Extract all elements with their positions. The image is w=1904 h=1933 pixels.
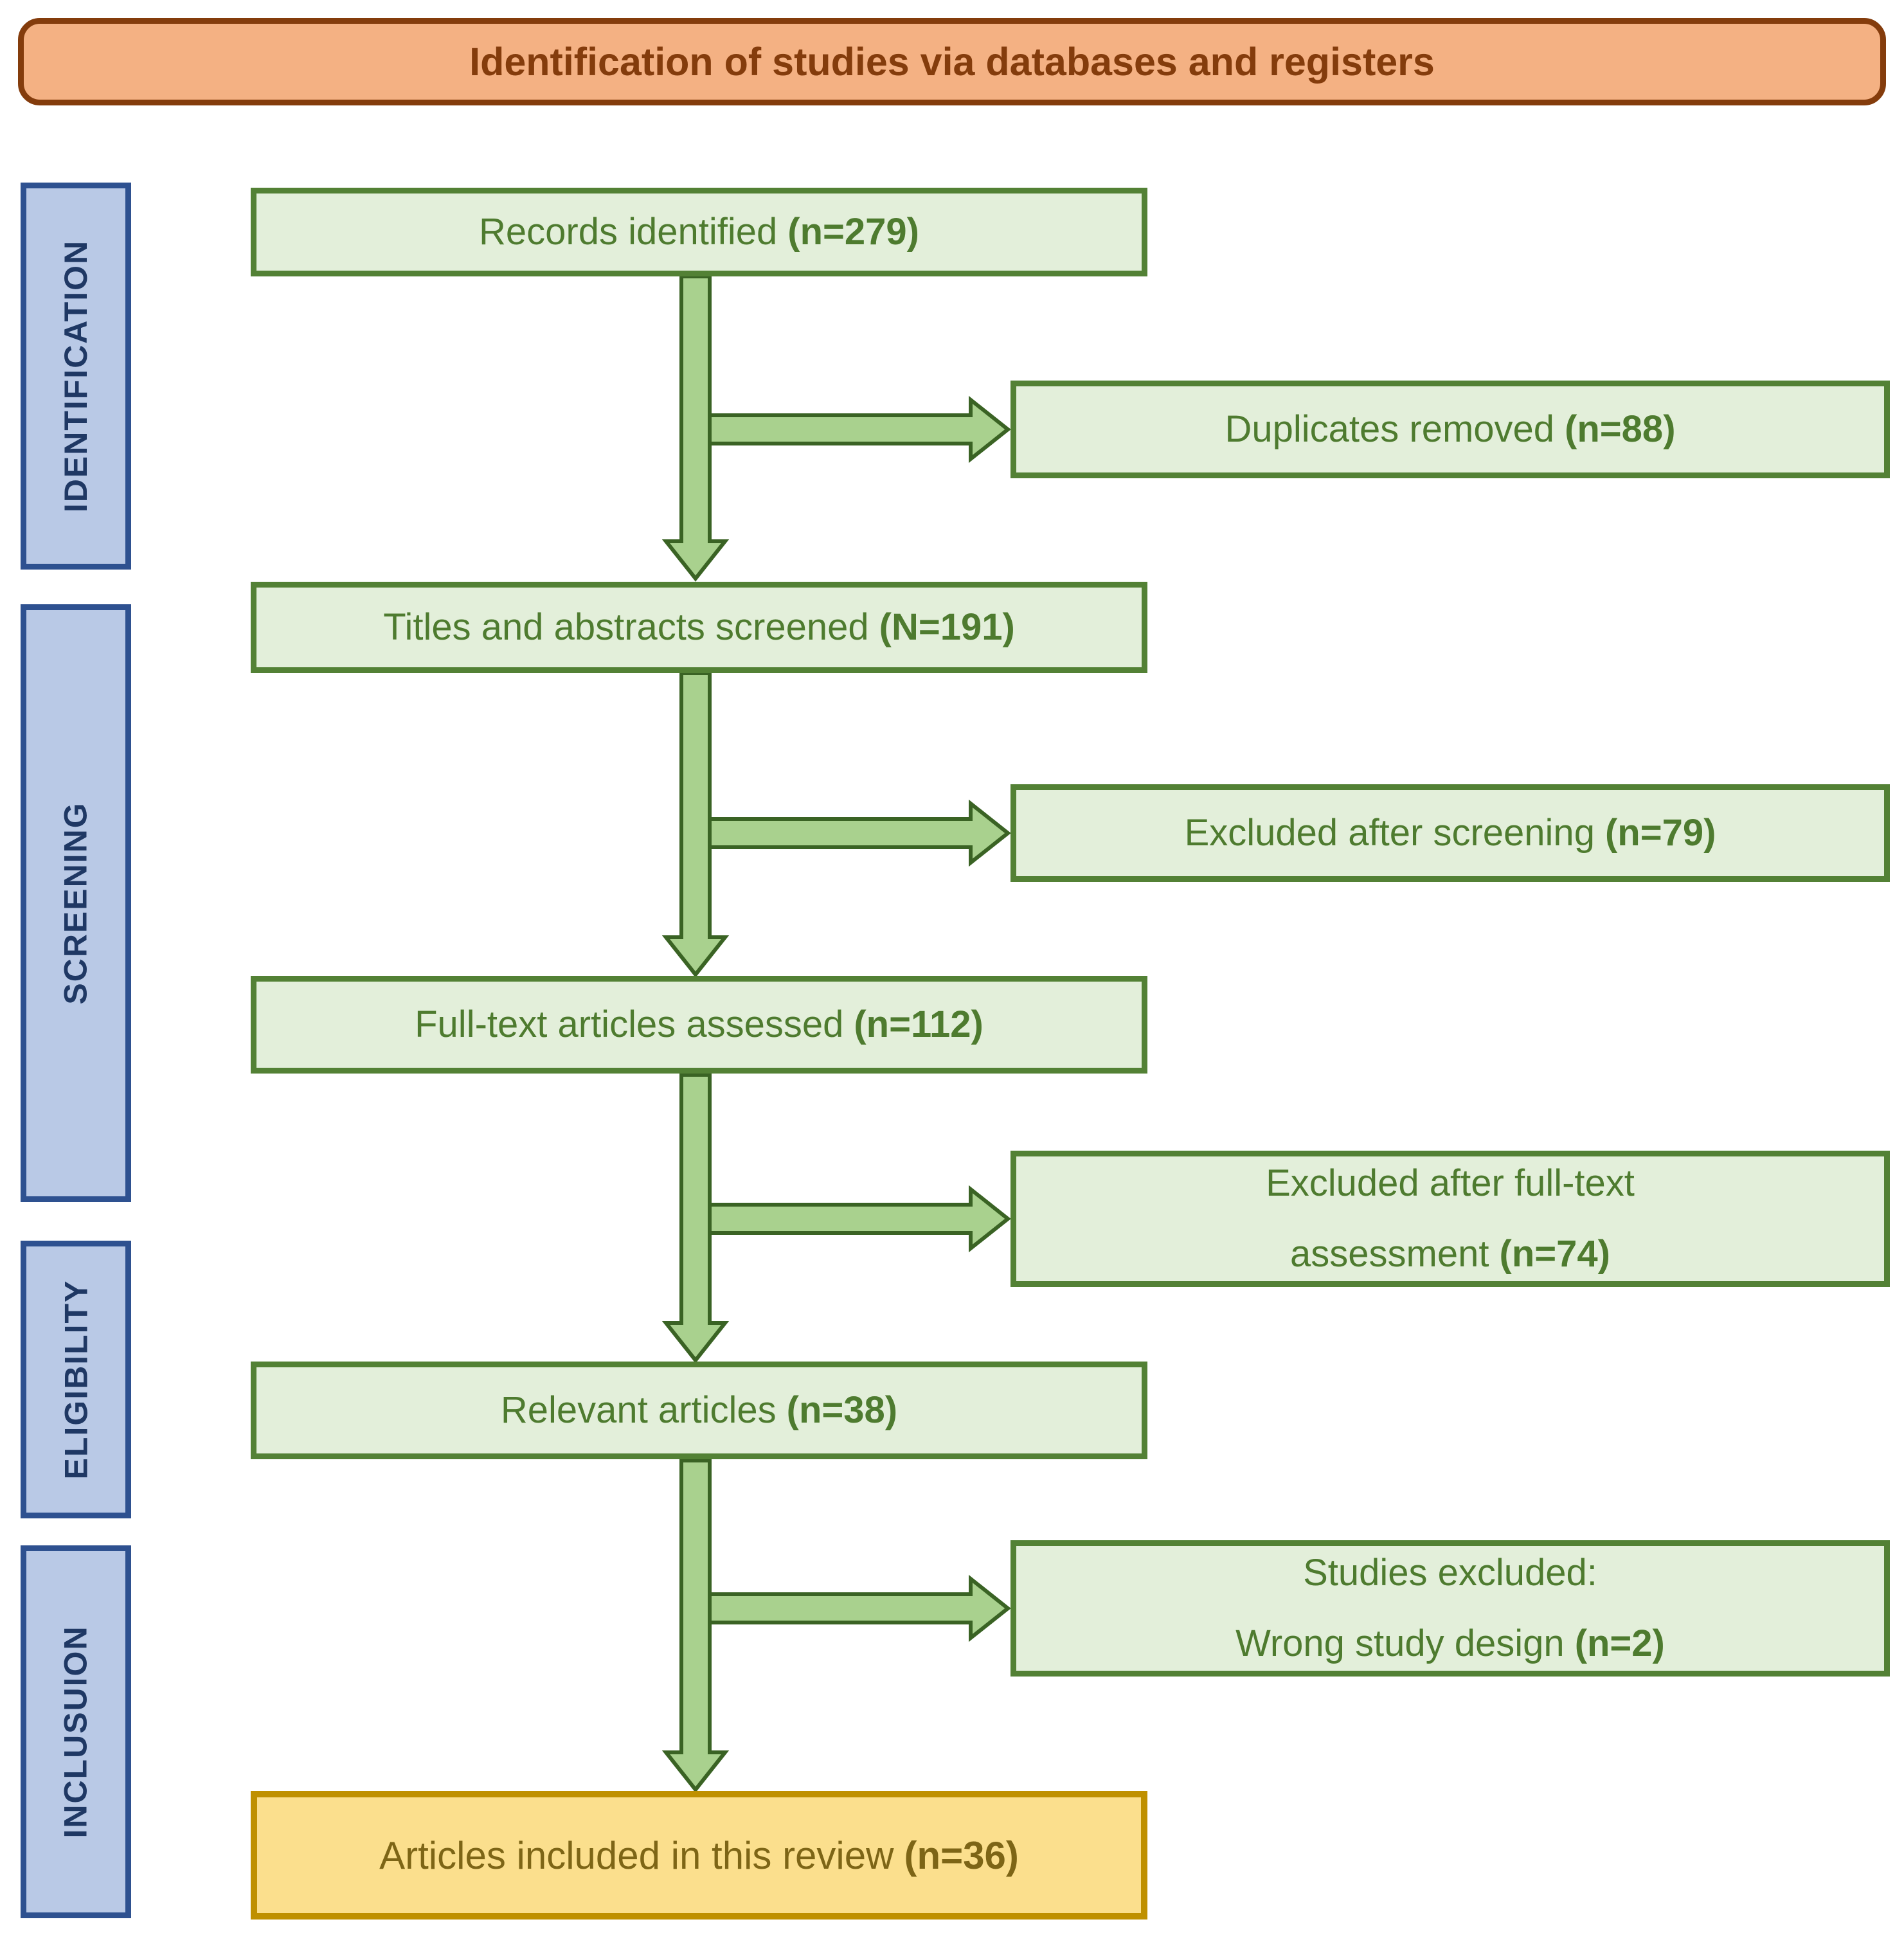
stage-label-inclusion: INCLUSUION <box>58 1625 94 1839</box>
side-box-studies-excluded: Studies excluded: Wrong study design (n=… <box>1010 1540 1890 1677</box>
fulltext-assessed-count: (n=112) <box>854 1003 983 1046</box>
down-arrow-4 <box>661 1459 730 1793</box>
stage-box-screening: SCREENING <box>21 604 131 1202</box>
down-arrow-3 <box>661 1073 730 1363</box>
studies-excluded-label1: Studies excluded: <box>1303 1552 1597 1594</box>
studies-excluded-line1: Studies excluded: <box>1303 1551 1597 1596</box>
stage-label-eligibility: ELIGIBILITY <box>58 1279 94 1480</box>
main-box-titles-screened: Titles and abstracts screened (N=191) <box>251 582 1147 673</box>
stage-box-inclusion: INCLUSUION <box>21 1545 131 1918</box>
branch-arrow-3 <box>708 1185 1011 1253</box>
banner-title: Identification of studies via databases … <box>469 40 1435 84</box>
stage-label-screening: SCREENING <box>58 802 94 1005</box>
relevant-articles-label: Relevant articles <box>500 1389 777 1432</box>
excluded-fulltext-label1: Excluded after full-text <box>1266 1162 1635 1205</box>
duplicates-removed-label: Duplicates removed <box>1225 408 1555 451</box>
banner: Identification of studies via databases … <box>18 18 1886 105</box>
records-identified-label: Records identified <box>479 211 778 253</box>
stage-label-identification: IDENTIFICATION <box>58 239 94 513</box>
relevant-articles-count: (n=38) <box>786 1389 898 1432</box>
excluded-fulltext-count: (n=74) <box>1499 1233 1610 1275</box>
articles-included-count: (n=36) <box>904 1833 1019 1877</box>
side-box-excluded-screening: Excluded after screening (n=79) <box>1010 784 1890 882</box>
side-box-excluded-fulltext: Excluded after full-text assessment (n=7… <box>1010 1151 1890 1287</box>
studies-excluded-count: (n=2) <box>1574 1623 1665 1664</box>
main-box-fulltext-assessed: Full-text articles assessed (n=112) <box>251 976 1147 1074</box>
studies-excluded-line2: Wrong study design (n=2) <box>1235 1621 1665 1666</box>
main-box-articles-included: Articles included in this review (n=36) <box>251 1791 1147 1920</box>
duplicates-removed-count: (n=88) <box>1565 408 1676 451</box>
branch-arrow-2 <box>708 799 1011 867</box>
articles-included-label: Articles included in this review <box>379 1833 894 1877</box>
stage-box-identification: IDENTIFICATION <box>21 183 131 570</box>
branch-arrow-4 <box>708 1574 1011 1642</box>
records-identified-count: (n=279) <box>787 211 919 253</box>
side-box-duplicates-removed: Duplicates removed (n=88) <box>1010 381 1890 478</box>
titles-screened-count: (N=191) <box>879 606 1015 649</box>
stage-box-eligibility: ELIGIBILITY <box>21 1241 131 1518</box>
main-box-relevant-articles: Relevant articles (n=38) <box>251 1362 1147 1459</box>
down-arrow-1 <box>661 274 730 582</box>
studies-excluded-label2: Wrong study design <box>1235 1623 1565 1664</box>
down-arrow-2 <box>661 671 730 978</box>
main-box-records-identified: Records identified (n=279) <box>251 188 1147 276</box>
fulltext-assessed-label: Full-text articles assessed <box>415 1003 844 1046</box>
excluded-screening-count: (n=79) <box>1604 812 1716 854</box>
excluded-fulltext-label2: assessment <box>1290 1233 1489 1275</box>
excluded-fulltext-line1: Excluded after full-text <box>1266 1161 1635 1206</box>
excluded-fulltext-line2: assessment (n=74) <box>1290 1232 1610 1277</box>
excluded-screening-label: Excluded after screening <box>1184 812 1595 854</box>
branch-arrow-1 <box>708 395 1011 463</box>
titles-screened-label: Titles and abstracts screened <box>383 606 869 649</box>
